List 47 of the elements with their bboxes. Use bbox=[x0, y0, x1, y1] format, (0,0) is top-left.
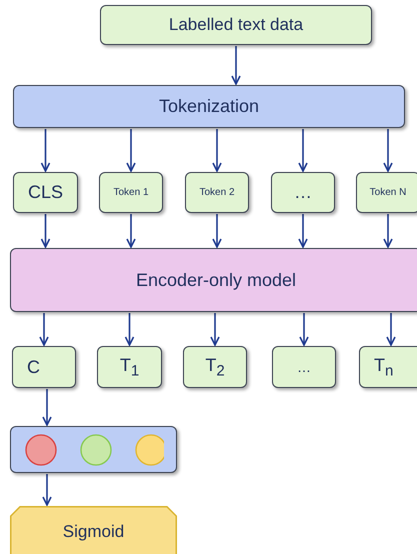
input-box bbox=[100, 5, 372, 45]
arrow bbox=[40, 214, 50, 248]
output-box bbox=[97, 346, 162, 388]
arrow bbox=[39, 313, 49, 346]
node-label: T$_{2}$ bbox=[205, 354, 225, 380]
arrow bbox=[40, 129, 50, 172]
arrow bbox=[299, 313, 309, 346]
arrow bbox=[298, 129, 308, 172]
arrow bbox=[210, 313, 220, 346]
node-label: C bbox=[27, 356, 40, 378]
arrow bbox=[386, 313, 396, 346]
node-label: Token N bbox=[370, 187, 406, 198]
output-box bbox=[12, 346, 76, 388]
arrow bbox=[212, 214, 222, 248]
node-label: Tokenization bbox=[158, 96, 260, 117]
node-label: Token 2 bbox=[199, 187, 235, 198]
node-label: … bbox=[294, 182, 312, 203]
node-label: Encoder-only model bbox=[136, 270, 296, 290]
arrow bbox=[212, 129, 222, 172]
node-label: T$_{1}$ bbox=[120, 354, 140, 380]
arrow bbox=[124, 313, 134, 346]
node-label: Labelled text data bbox=[168, 15, 304, 35]
classifier-box bbox=[10, 426, 177, 473]
arrow bbox=[298, 214, 308, 248]
node-label: CLS bbox=[28, 182, 63, 203]
output-box bbox=[359, 346, 417, 388]
token-box bbox=[356, 172, 417, 213]
activation-box bbox=[10, 506, 177, 554]
arrow bbox=[42, 474, 52, 506]
node-label: Sigmoid bbox=[62, 522, 124, 542]
token-box bbox=[271, 172, 335, 213]
process-box bbox=[13, 85, 405, 128]
token-box bbox=[99, 172, 163, 213]
output-box bbox=[183, 346, 247, 388]
arrow bbox=[126, 214, 136, 248]
token-box bbox=[13, 172, 78, 213]
token-box bbox=[185, 172, 249, 213]
node-label: Token 1 bbox=[113, 187, 149, 198]
node-label: T$_{n}$ bbox=[374, 354, 394, 380]
output-box bbox=[272, 346, 336, 388]
node-label: … bbox=[297, 359, 311, 375]
arrow bbox=[126, 129, 136, 172]
model-box bbox=[10, 248, 417, 312]
arrow bbox=[231, 46, 241, 85]
arrow bbox=[383, 129, 393, 172]
arrow bbox=[42, 389, 52, 426]
arrow bbox=[383, 214, 393, 248]
